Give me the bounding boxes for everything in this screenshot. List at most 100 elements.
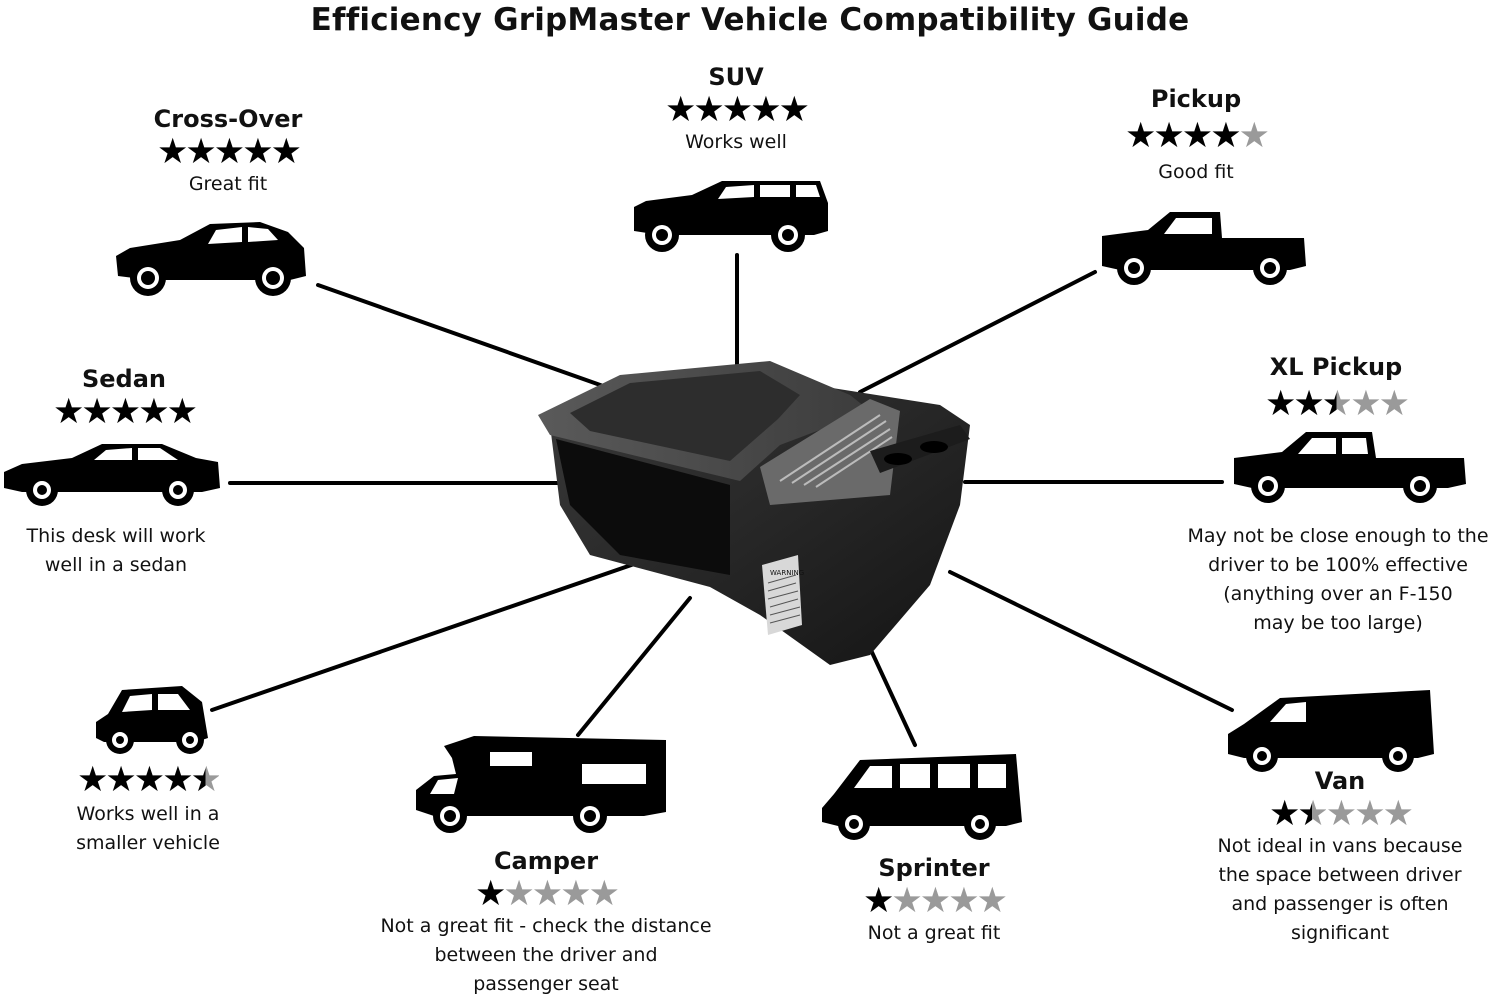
star-icon: ★	[560, 874, 591, 914]
vehicle-description: Not a great fit	[867, 922, 1001, 944]
star-icon: ★	[270, 132, 302, 172]
star-icon: ★	[1153, 116, 1184, 156]
connector-camper	[576, 596, 692, 737]
vehicle-xlpickup-desc-block: May not be close enough to the driver to…	[1180, 522, 1496, 638]
connector-van	[948, 570, 1234, 712]
vehicle-description: Good fit	[1158, 161, 1234, 183]
suv-silhouette-icon	[634, 181, 828, 252]
vehicle-crossover-block: Cross-Over ★★★★★ Great fit	[118, 104, 338, 199]
connector-crossover	[316, 283, 622, 394]
warning-label-text: WARNING	[770, 569, 804, 577]
star-icon: ★	[1321, 384, 1353, 424]
star-icon: ★	[588, 874, 620, 914]
vehicle-name: Sprinter	[878, 854, 990, 882]
small-car-silhouette-icon	[96, 686, 208, 754]
vehicle-description: This desk will work well in a sedan	[26, 525, 206, 576]
star-icon: ★	[81, 392, 112, 432]
star-rating: ★★★★★	[38, 762, 258, 798]
vehicle-description: Not a great fit - check the distance bet…	[380, 915, 712, 995]
star-icon: ★	[778, 90, 810, 130]
vehicle-sedan-desc-block: This desk will work well in a sedan	[6, 522, 226, 580]
star-icon: ★	[157, 132, 188, 172]
star-icon: ★	[948, 881, 979, 921]
star-icon: ★	[1378, 384, 1410, 424]
star-icon: ★	[1354, 794, 1385, 834]
star-icon: ★	[750, 90, 781, 130]
vehicle-description: Works well	[685, 131, 787, 153]
star-icon: ★	[109, 392, 141, 432]
star-rating: ★★★★★	[366, 876, 726, 912]
vehicle-name: Sedan	[81, 365, 167, 393]
van-silhouette-icon	[1228, 690, 1434, 772]
vehicle-suv-block: SUV ★★★★★ Works well	[626, 62, 846, 157]
star-icon: ★	[77, 760, 108, 800]
star-icon: ★	[919, 881, 951, 921]
star-icon: ★	[1238, 116, 1270, 156]
star-icon: ★	[213, 132, 245, 172]
vehicle-van-block: Van ★★★★★ Not ideal in vans because the …	[1200, 766, 1480, 948]
star-icon: ★	[166, 392, 198, 432]
vehicle-name: Cross-Over	[153, 105, 303, 133]
star-rating: ★★★★★	[626, 92, 846, 128]
star-icon: ★	[1297, 794, 1328, 834]
vehicle-name: SUV	[708, 63, 764, 91]
star-icon: ★	[242, 132, 273, 172]
connector-sprinter	[868, 646, 917, 747]
star-rating: ★★★★★	[824, 883, 1044, 919]
vehicle-name: Pickup	[1150, 85, 1242, 113]
vehicle-description: Not ideal in vans because the space betw…	[1217, 835, 1463, 944]
star-icon: ★	[475, 874, 506, 914]
star-icon: ★	[693, 90, 724, 130]
connector-pickup	[858, 270, 1097, 394]
vehicle-sprinter-block: Sprinter ★★★★★ Not a great fit	[824, 853, 1044, 948]
star-icon: ★	[162, 760, 193, 800]
star-icon: ★	[1293, 384, 1324, 424]
vehicle-small-block: ★★★★★ Works well in a smaller vehicle	[38, 762, 258, 858]
star-icon: ★	[721, 90, 753, 130]
camper-silhouette-icon	[416, 736, 666, 833]
star-icon: ★	[863, 881, 894, 921]
vehicle-description: Works well in a smaller vehicle	[76, 803, 220, 854]
star-icon: ★	[133, 760, 165, 800]
star-icon: ★	[190, 760, 222, 800]
sprinter-silhouette-icon	[822, 754, 1022, 840]
star-icon: ★	[105, 760, 136, 800]
car-desk-product-icon: WARNING	[538, 361, 970, 665]
connector-small	[210, 560, 642, 712]
vehicle-name: XL Pickup	[1269, 353, 1403, 381]
vehicle-name: Van	[1314, 767, 1366, 795]
star-icon: ★	[503, 874, 534, 914]
star-icon: ★	[1269, 794, 1300, 834]
star-rating: ★★★★★	[118, 134, 338, 170]
star-icon: ★	[1210, 116, 1241, 156]
vehicle-sedan-block: Sedan ★★★★★	[14, 364, 234, 430]
star-icon: ★	[976, 881, 1008, 921]
vehicle-description: Great fit	[188, 173, 268, 195]
vehicle-camper-block: Camper ★★★★★ Not a great fit - check the…	[366, 846, 726, 999]
vehicle-pickup-block: Pickup ★★★★★ Good fit	[1086, 84, 1306, 187]
vehicle-xlpickup-block: XL Pickup ★★★★★	[1226, 352, 1446, 422]
pickup-silhouette-icon	[1102, 212, 1306, 285]
star-icon: ★	[138, 392, 169, 432]
star-rating: ★★★★★	[1086, 118, 1306, 154]
star-rating: ★★★★★	[1226, 386, 1446, 422]
vehicle-name: Camper	[493, 847, 599, 875]
star-icon: ★	[1382, 794, 1414, 834]
star-icon: ★	[1350, 384, 1381, 424]
star-icon: ★	[531, 874, 563, 914]
page-title: Efficiency GripMaster Vehicle Compatibil…	[310, 2, 1190, 38]
crossover-silhouette-icon	[116, 222, 306, 296]
star-rating: ★★★★★	[1200, 796, 1480, 832]
star-icon: ★	[1265, 384, 1296, 424]
star-icon: ★	[1325, 794, 1357, 834]
vehicle-description: May not be close enough to the driver to…	[1187, 525, 1489, 634]
sedan-silhouette-icon	[4, 444, 220, 506]
star-icon: ★	[185, 132, 216, 172]
star-icon: ★	[891, 881, 922, 921]
star-rating: ★★★★★	[14, 394, 234, 430]
star-icon: ★	[1125, 116, 1156, 156]
star-icon: ★	[53, 392, 84, 432]
xl-pickup-silhouette-icon	[1234, 432, 1466, 503]
star-icon: ★	[1181, 116, 1213, 156]
